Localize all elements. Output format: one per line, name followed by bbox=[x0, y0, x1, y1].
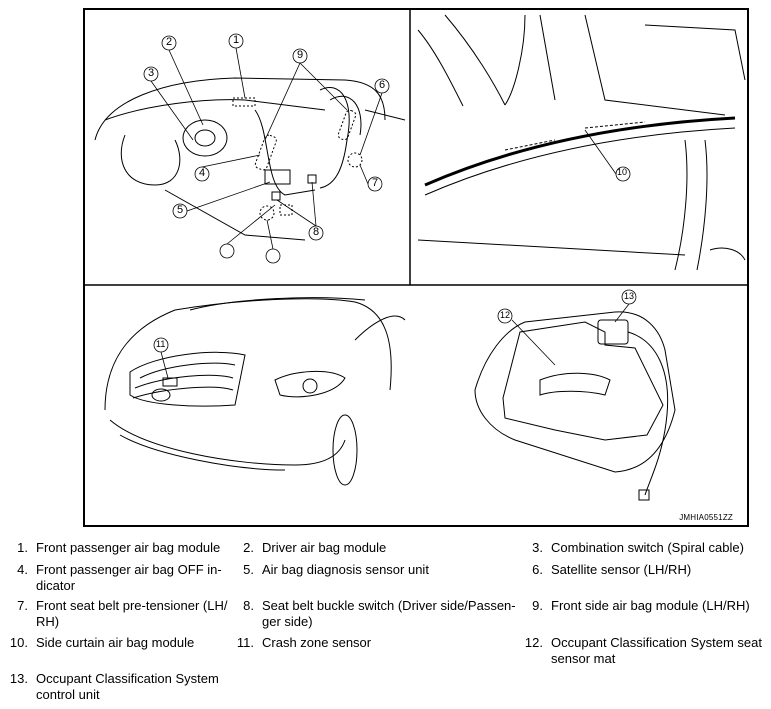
callout-9: 9 bbox=[297, 49, 304, 61]
callout-10: 10 bbox=[617, 167, 628, 177]
side-curtain-callouts bbox=[584, 129, 631, 182]
callout-11: 11 bbox=[156, 339, 166, 349]
legend-item: 13.Occupant Classification System contro… bbox=[9, 671, 219, 702]
callout-2: 2 bbox=[166, 36, 173, 48]
seat-mat-callouts bbox=[497, 289, 637, 366]
legend-item: 4.Front passenger air bag OFF in- dicato… bbox=[17, 562, 222, 593]
callout-7: 7 bbox=[372, 177, 379, 189]
legend-item: 1.Front passenger air bag module bbox=[17, 540, 221, 555]
legend-item: 12.Occupant Classification System seat s… bbox=[524, 635, 762, 666]
callout-4: 4 bbox=[199, 167, 206, 179]
legend-item: 9.Front side air bag module (LH/RH) bbox=[532, 598, 750, 613]
figure-drawing bbox=[85, 10, 747, 501]
legend-item: 2.Driver air bag module bbox=[243, 540, 387, 555]
legend-item: 8.Seat belt buckle switch (Driver side/P… bbox=[243, 598, 516, 629]
legend-item: 3.Combination switch (Spiral cable) bbox=[532, 540, 744, 555]
callout-13: 13 bbox=[624, 291, 635, 301]
side-curtain-drawing bbox=[417, 14, 746, 271]
interior-drawing bbox=[94, 77, 406, 241]
interior-callouts bbox=[143, 33, 390, 264]
image-id: JMHIA0551ZZ bbox=[679, 513, 733, 522]
legend-item: 6.Satellite sensor (LH/RH) bbox=[532, 562, 692, 577]
callout-6: 6 bbox=[379, 79, 386, 91]
legend-item: 7.Front seat belt pre-tensioner (LH/ RH) bbox=[17, 598, 228, 629]
front-exterior-drawing bbox=[104, 297, 406, 486]
callout-8: 8 bbox=[313, 226, 320, 238]
legend-item: 11.Crash zone sensor bbox=[236, 635, 372, 650]
callout-3: 3 bbox=[148, 67, 155, 79]
callout-1: 1 bbox=[233, 34, 240, 46]
callout-12: 12 bbox=[500, 310, 511, 320]
seat-mat-drawing bbox=[474, 311, 676, 501]
callout-5: 5 bbox=[177, 204, 184, 216]
legend-item: 5.Air bag diagnosis sensor unit bbox=[243, 562, 429, 577]
legend-item: 10.Side curtain air bag module bbox=[9, 635, 195, 650]
component-location-figure: 1 2 3 4 5 6 7 8 9 10 11 12 13 JMHIA0551Z… bbox=[83, 8, 749, 527]
front-exterior-callouts bbox=[153, 337, 169, 379]
